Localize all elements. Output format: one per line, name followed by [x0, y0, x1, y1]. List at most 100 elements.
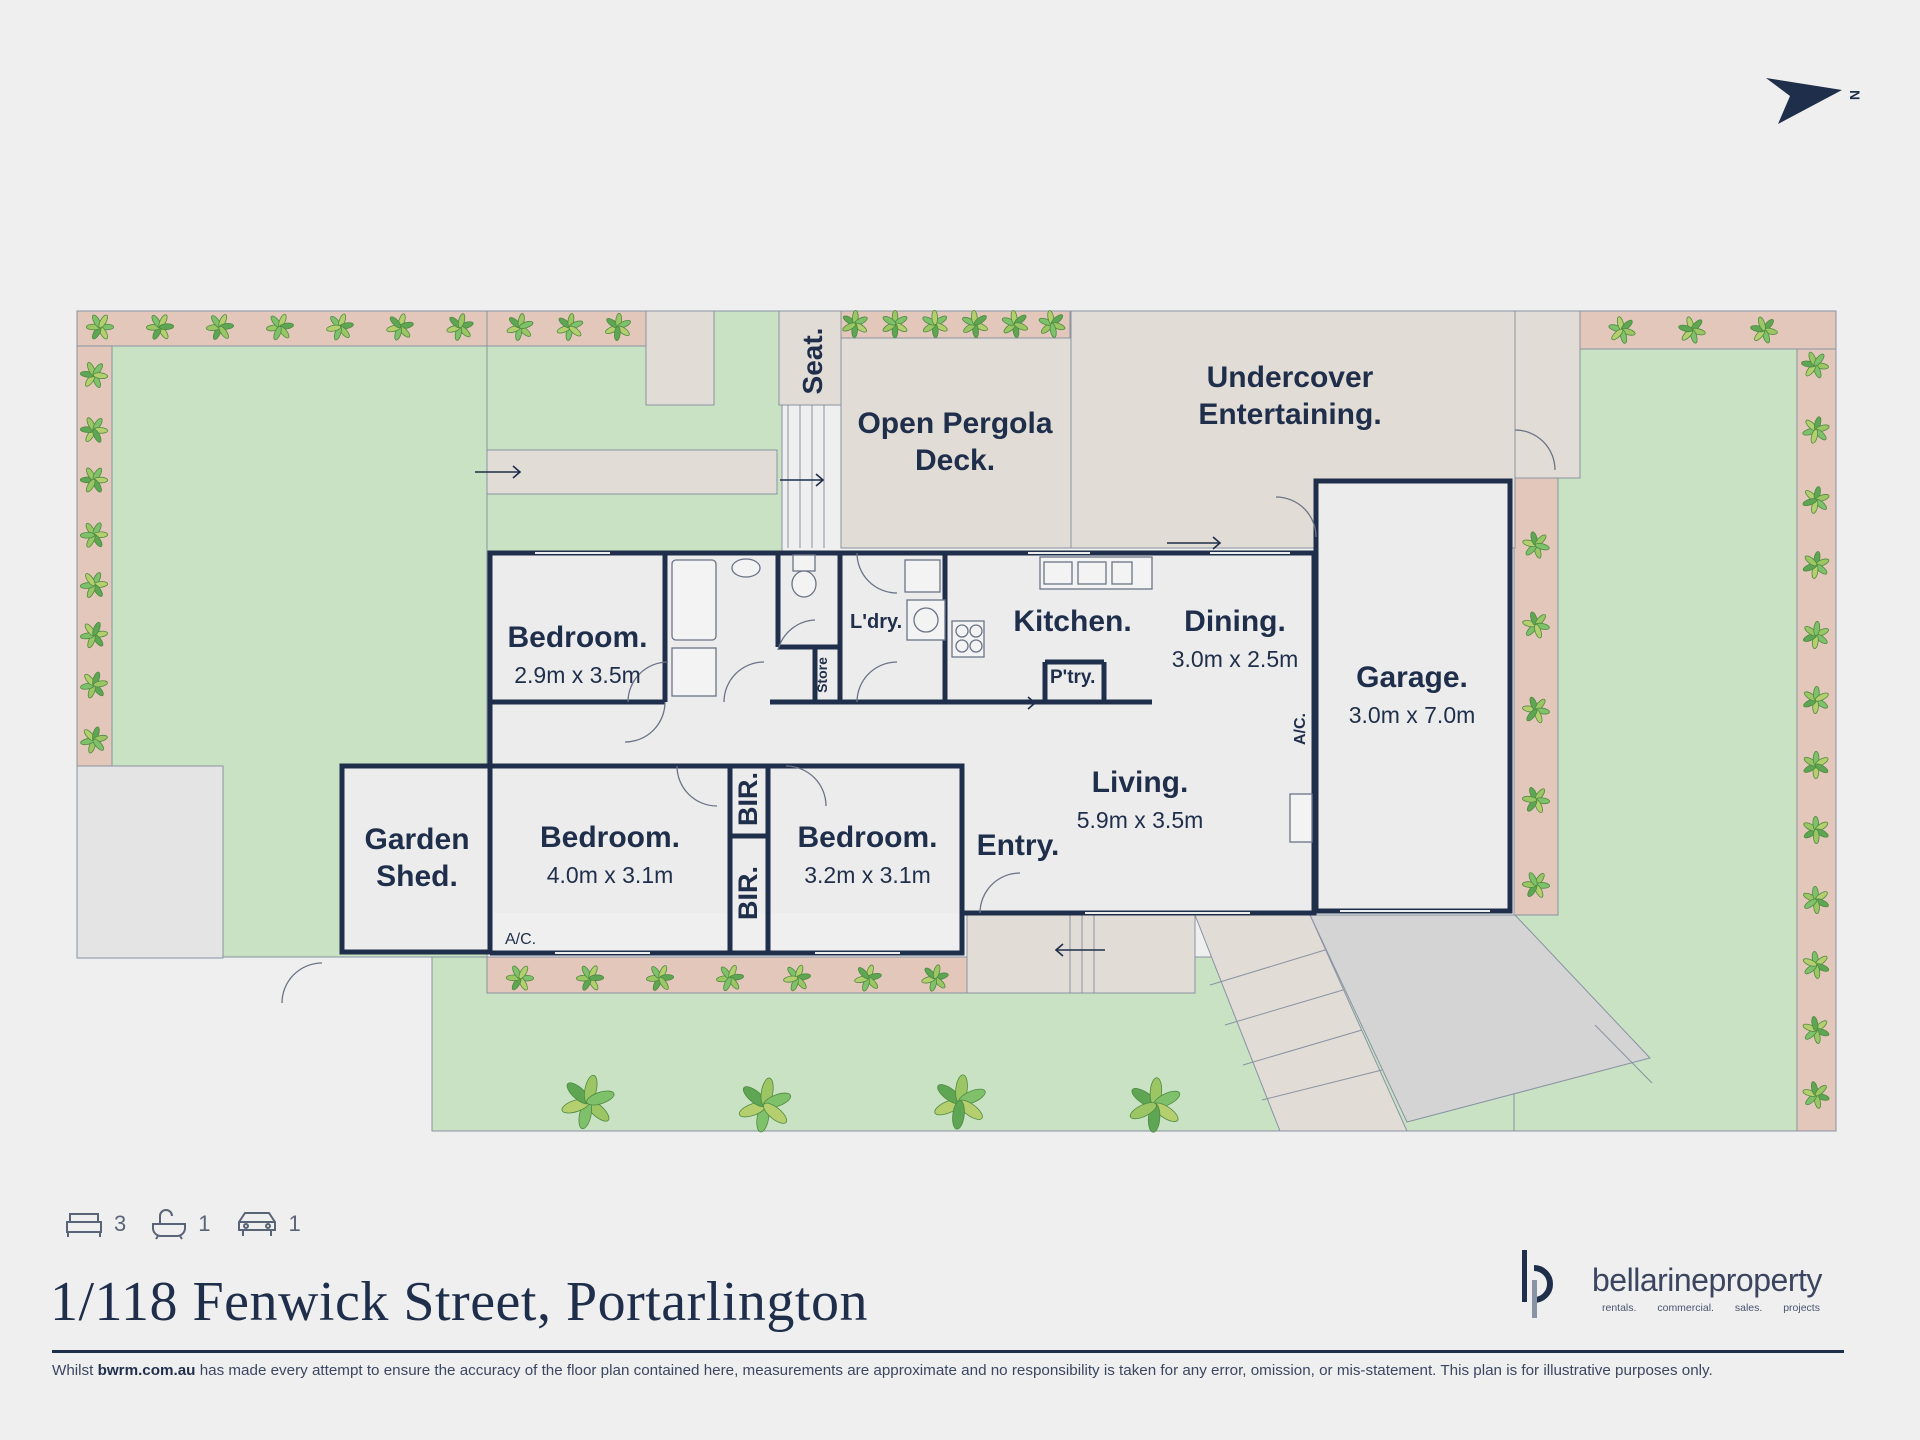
room-bedroom-2: Bedroom. 4.0m x 3.1m	[520, 820, 700, 889]
footer-divider	[52, 1350, 1844, 1353]
plant-icon	[266, 313, 294, 341]
plant-icon	[1803, 685, 1829, 715]
room-living: Living. 5.9m x 3.5m	[1050, 765, 1230, 834]
ac-label-living: A/C.	[1292, 713, 1309, 745]
room-garden-shed: Garden Shed.	[350, 822, 484, 895]
bedroom-count: 3	[114, 1211, 127, 1236]
room-dimensions: 4.0m x 3.1m	[546, 861, 674, 888]
plant-icon	[605, 313, 631, 341]
plant-icon	[921, 964, 949, 992]
paving	[486, 310, 1581, 994]
plant-icon	[842, 309, 868, 339]
plant-icon	[1678, 316, 1706, 344]
plant-icon	[80, 726, 108, 754]
room-name-line-2: Shed.	[376, 859, 458, 893]
garden-plants	[79, 309, 1830, 1133]
bath-icon	[152, 1209, 187, 1240]
room-laundry: L'dry.	[850, 611, 903, 633]
property-address: 1/118 Fenwick Street, Portarlington	[50, 1271, 868, 1333]
room-name: Bedroom.	[507, 621, 648, 654]
room-dimensions: 3.0m x 7.0m	[1348, 701, 1476, 728]
plant-icon	[575, 965, 605, 991]
plant-icon	[1522, 611, 1550, 639]
plant-icon	[1802, 1081, 1830, 1109]
windows	[535, 552, 1490, 954]
room-bir-2: BIR.	[733, 866, 763, 920]
plant-icon	[326, 313, 354, 341]
plant-icon	[206, 314, 234, 340]
room-pantry: P'try.	[1050, 667, 1096, 688]
plant-icon	[1801, 351, 1829, 379]
doors	[281, 429, 1556, 1004]
plant-icon	[80, 621, 108, 649]
room-entry: Entry.	[968, 828, 1068, 865]
plant-icon	[561, 1074, 615, 1130]
ac-label-bedroom: A/C.	[505, 931, 537, 948]
north-arrow-icon: N	[1766, 78, 1863, 124]
plant-icon	[386, 313, 414, 341]
plant-icon	[1608, 316, 1636, 344]
disclaimer-prefix: Whilst	[52, 1362, 98, 1379]
plant-icon	[79, 417, 109, 443]
plant-icon	[645, 965, 675, 991]
disclaimer-text: has made every attempt to ensure the acc…	[195, 1362, 1713, 1379]
plant-icon	[79, 572, 109, 598]
room-name: Dining.	[1184, 605, 1286, 638]
brand-tagline: rentals. commercial. sales. projects	[1602, 1302, 1820, 1314]
bellarine-logo-icon	[1522, 1250, 1553, 1318]
disclaimer-site: bwrm.com.au	[97, 1362, 196, 1379]
bathroom-count: 1	[198, 1211, 211, 1236]
north-label: N	[1847, 90, 1863, 100]
plant-icon	[882, 309, 908, 339]
room-dimensions: 3.0m x 2.5m	[1171, 645, 1299, 672]
plant-icon	[1802, 486, 1830, 514]
plant-icon	[1802, 416, 1830, 444]
area-name-line-1: Undercover	[1206, 361, 1374, 394]
plant-icon	[556, 313, 584, 341]
room-garage: Garage. 3.0m x 7.0m	[1326, 660, 1498, 729]
area-undercover-entertaining: Undercover Entertaining.	[1150, 360, 1430, 433]
room-kitchen: Kitchen.	[1000, 604, 1145, 641]
plant-icon	[1802, 551, 1830, 579]
bed-icon	[66, 1213, 102, 1237]
room-name: Kitchen.	[1013, 605, 1132, 638]
plant-icon	[505, 965, 535, 991]
brand-name: bellarineproperty	[1592, 1262, 1822, 1298]
car-count: 1	[288, 1211, 301, 1236]
area-name-line-2: Deck.	[914, 443, 996, 477]
property-features: 3 1 1	[64, 1208, 315, 1240]
plant-icon	[446, 313, 474, 341]
house-interior	[342, 481, 1510, 952]
plant-icon	[1038, 310, 1066, 338]
plant-icon	[80, 671, 108, 699]
room-name: Bedroom.	[539, 821, 680, 854]
plant-icon	[962, 310, 988, 338]
plant-icon	[1803, 621, 1829, 649]
plant-icon	[79, 467, 109, 493]
area-pergola-deck: Open Pergola Deck.	[840, 406, 1070, 479]
plant-icon	[1802, 951, 1830, 979]
plant-icon	[1803, 750, 1829, 780]
plant-icon	[783, 964, 811, 992]
seat-label: Seat.	[797, 327, 828, 395]
driveway	[1309, 914, 1651, 1123]
plant-icon	[145, 314, 175, 340]
plant-icon	[1803, 815, 1829, 845]
room-name-line-1: Garden	[364, 823, 470, 856]
plant-icon	[738, 1077, 792, 1133]
room-name: Garage.	[1356, 661, 1468, 694]
plant-icon	[506, 313, 534, 341]
plant-icon	[934, 1074, 986, 1130]
car-icon	[237, 1212, 276, 1236]
garden-beds	[76, 310, 1837, 1132]
room-dimensions: 2.9m x 3.5m	[514, 661, 641, 688]
plant-icon	[854, 964, 882, 992]
room-name: Entry.	[976, 829, 1060, 862]
area-name-line-1: Open Pergola	[857, 407, 1053, 440]
room-bedroom-1: Bedroom. 2.9m x 3.5m	[500, 620, 655, 689]
room-bir-1: BIR.	[733, 772, 763, 826]
room-bedroom-3: Bedroom. 3.2m x 3.1m	[780, 820, 955, 889]
plant-icon	[1522, 696, 1550, 724]
room-name: Living.	[1091, 766, 1189, 799]
